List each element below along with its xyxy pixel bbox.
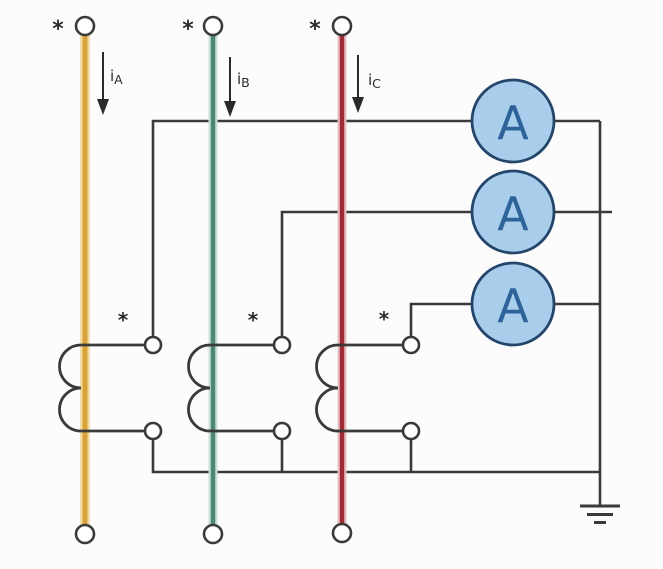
current-arrows — [102, 52, 359, 103]
ammeter-2-body — [470, 169, 556, 255]
circuit-wires — [151, 119, 612, 506]
phase-c-polarity-mark: * — [309, 17, 321, 42]
wire-bottom-return-bus — [151, 437, 600, 474]
ammeter-3-body — [470, 261, 556, 347]
ammeter-1: A — [470, 78, 556, 164]
current-labels: iA iB iC — [110, 67, 381, 91]
phase-c-current-label: iC — [368, 71, 381, 91]
terminals — [74, 15, 421, 545]
ammeter-1-label: A — [497, 96, 529, 150]
ammeter-3-label: A — [497, 279, 529, 333]
ct-c-polarity-terminal — [401, 335, 421, 355]
current-arrowheads — [97, 97, 364, 117]
phase-b-bottom-terminal — [202, 523, 224, 545]
ammeter-2-label: A — [497, 187, 529, 241]
ct-a-winding — [58, 343, 153, 433]
phase-a-top-terminal — [74, 15, 96, 37]
phase-b-polarity-mark: * — [182, 17, 194, 42]
ct-b-winding — [187, 343, 282, 433]
phase-c-arrowhead — [352, 97, 364, 113]
ground-symbol — [580, 504, 620, 524]
ammeter-2: A — [470, 169, 556, 255]
polarity-marks: * * * * * * — [52, 17, 390, 332]
ct-a-polarity-mark: * — [118, 308, 129, 332]
ct-b-return-terminal — [272, 421, 292, 441]
ct-c-winding — [315, 343, 411, 433]
ct-b-polarity-mark: * — [248, 308, 259, 332]
ct-c-polarity-mark: * — [379, 307, 390, 331]
ammeter-3: A — [470, 261, 556, 347]
ct-a-return-terminal — [143, 421, 163, 441]
phase-a-arrowhead — [97, 99, 109, 115]
phase-b-arrowhead — [224, 101, 236, 117]
wire-ct-a-to-ammeter-1 — [151, 119, 600, 338]
ct-b-polarity-terminal — [272, 335, 292, 355]
phase-a-bottom-terminal — [74, 523, 96, 545]
ammeters: A A A — [470, 78, 556, 347]
ct-secondary-windings — [58, 343, 411, 433]
phase-conductors — [80, 35, 347, 525]
ct-a-polarity-terminal — [143, 335, 163, 355]
phase-b-top-terminal — [202, 15, 224, 37]
ct-c-return-terminal — [401, 421, 421, 441]
phase-b-current-label: iB — [237, 70, 250, 90]
ammeter-1-body — [470, 78, 556, 164]
phase-c-top-terminal — [331, 15, 353, 37]
phase-a-polarity-mark: * — [52, 17, 64, 42]
phase-a-current-label: iA — [110, 67, 123, 87]
phase-c-bottom-terminal — [331, 522, 353, 544]
